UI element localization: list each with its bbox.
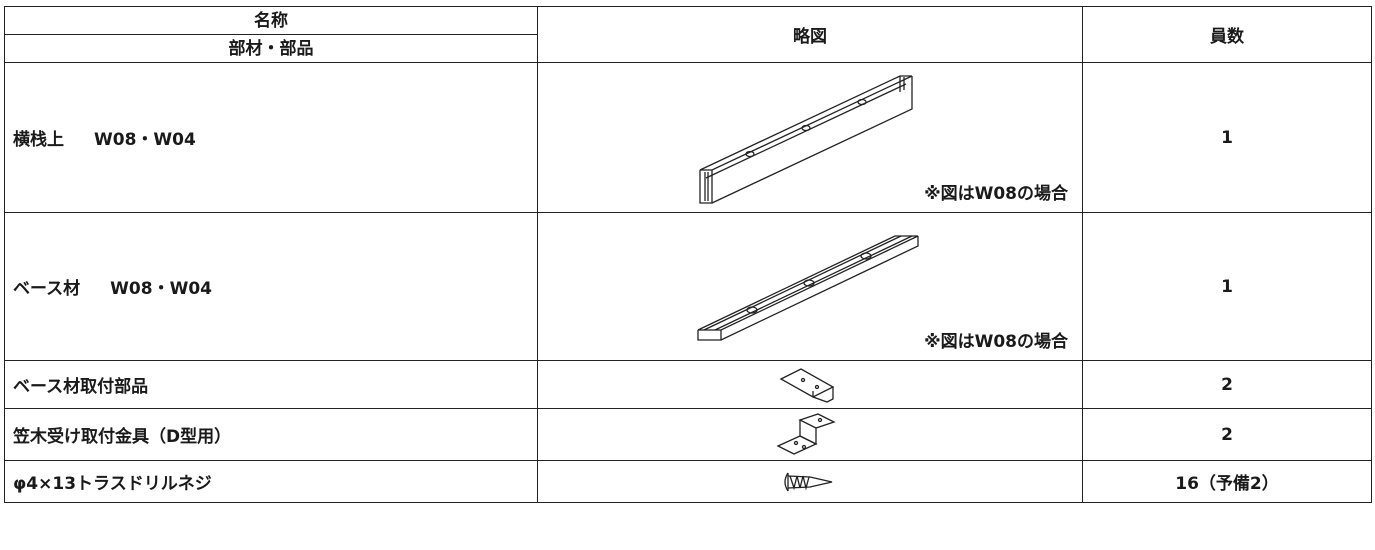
part-name-cell: ベース材 W08・W04 — [4, 212, 538, 361]
sketch-cell — [537, 360, 1083, 409]
part-name: ベース材取付部品 — [13, 377, 149, 397]
sketch-note: ※図はW08の場合 — [924, 184, 1068, 204]
upper-rail-drawing — [699, 74, 913, 204]
count-cell: 1 — [1082, 62, 1372, 213]
count-cell: 1 — [1082, 212, 1372, 361]
part-name: ベース材 — [13, 279, 81, 299]
part-name-cell: ベース材取付部品 — [4, 360, 538, 409]
table-row: 笠木受け取付金具（D型用） 2 — [4, 408, 1372, 461]
part-name-cell: φ4×13トラスドリルネジ — [4, 460, 538, 503]
part-name: φ4×13トラスドリルネジ — [13, 474, 212, 494]
sketch-note: ※図はW08の場合 — [924, 332, 1068, 352]
base-rail-drawing — [697, 234, 919, 341]
header-name: 名称 — [4, 6, 538, 35]
z-bracket-drawing — [776, 412, 836, 455]
part-name: 横栈上 — [13, 130, 64, 150]
header-sketch: 略図 — [537, 6, 1083, 63]
part-name-cell: 笠木受け取付金具（D型用） — [4, 408, 538, 461]
count-cell: 2 — [1082, 360, 1372, 409]
screw-drawing — [784, 472, 833, 491]
header-part: 部材・部品 — [4, 34, 538, 63]
part-model: W08・W04 — [94, 130, 196, 150]
table-row: ベース材 W08・W04 ※図はW08の場合 1 — [4, 212, 1372, 361]
table-row: φ4×13トラスドリルネジ 16（予備2） — [4, 460, 1372, 503]
sketch-cell — [537, 408, 1083, 461]
count-cell: 16（予備2） — [1082, 460, 1372, 503]
part-name-cell: 横栈上 W08・W04 — [4, 62, 538, 213]
table-row: 横栈上 W08・W04 ※図はW08の場合 1 — [4, 62, 1372, 213]
count-cell: 2 — [1082, 408, 1372, 461]
bracket-drawing — [779, 367, 835, 403]
part-model: W08・W04 — [110, 279, 212, 299]
part-name: 笠木受け取付金具（D型用） — [13, 427, 232, 447]
header-count: 員数 — [1082, 6, 1372, 63]
parts-table: 名称 略図 員数 部材・部品 横栈上 W08・W04 — [4, 6, 1372, 503]
table-row: ベース材取付部品 2 — [4, 360, 1372, 409]
sketch-cell: ※図はW08の場合 — [537, 212, 1083, 361]
sketch-cell — [537, 460, 1083, 503]
sketch-cell: ※図はW08の場合 — [537, 62, 1083, 213]
